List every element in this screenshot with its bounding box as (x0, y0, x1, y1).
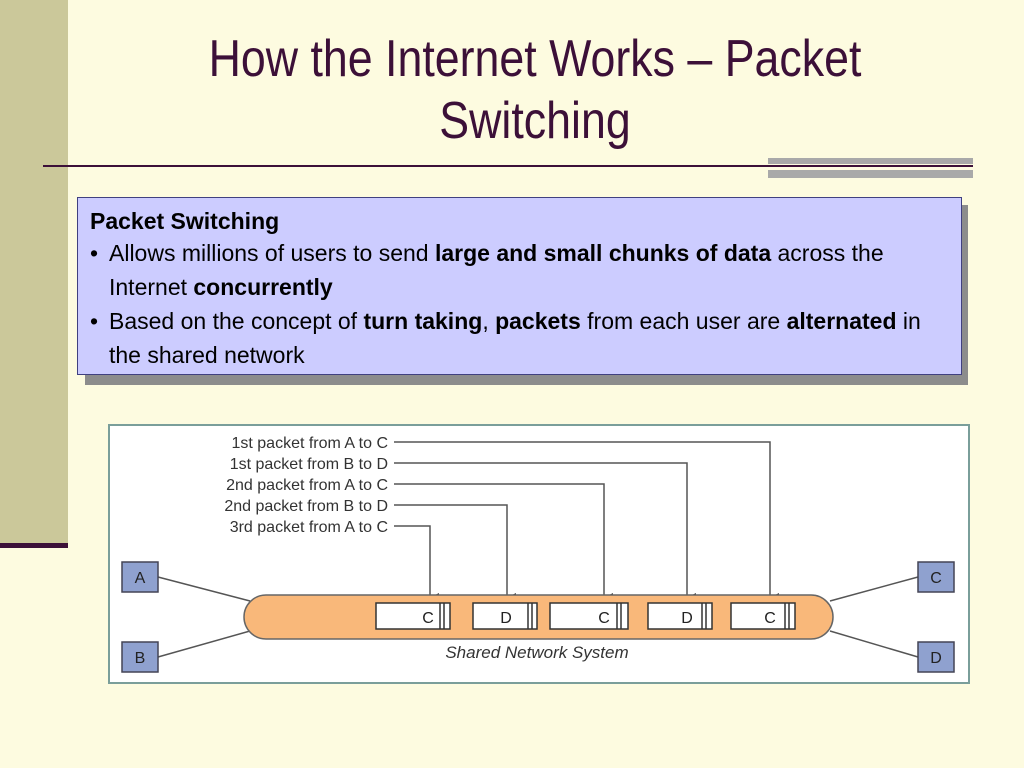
packet-1-label: C (422, 610, 434, 627)
packet-switching-callout: Packet Switching • Allows millions of use… (77, 197, 962, 375)
bullet2-bold-3: alternated (786, 308, 897, 334)
leader-line-4 (394, 504, 516, 603)
bullet1-text-1: Allows millions of users to send (109, 240, 435, 266)
slide-title: How the Internet Works – Packet Switchin… (161, 28, 909, 152)
node-c-label: C (930, 570, 942, 587)
connector-b (157, 630, 251, 658)
connector-d (829, 630, 919, 658)
packet-5-label: C (764, 610, 776, 627)
packet-label-1: 1st packet from A to C (231, 435, 388, 452)
title-underline-accent-top (768, 158, 973, 164)
packet-4-label: D (681, 610, 693, 627)
diagram-svg: 1st packet from A to C 1st packet from B… (121, 435, 955, 673)
packet-label-3: 2nd packet from A to C (226, 477, 388, 494)
bullet2-bold-1: turn taking (363, 308, 483, 334)
bullet-marker: • (90, 308, 99, 334)
packet-5: C (730, 602, 796, 630)
packet-2: D (472, 602, 538, 630)
bullet2-text-4: in the shared network (109, 308, 921, 368)
packet-4: D (647, 602, 713, 630)
packet-1: C (375, 602, 451, 630)
packet-3-label: C (598, 610, 610, 627)
callout-bullet-2: • Based on the concept of turn taking, pa… (90, 304, 949, 372)
title-underline-accent-bottom (768, 170, 973, 178)
node-a: A (121, 561, 159, 593)
connector-a (157, 576, 251, 602)
packet-2-label: D (500, 610, 512, 627)
bullet1-bold-2: concurrently (193, 274, 333, 300)
slide-title-line2: Switching (439, 92, 631, 150)
bullet-marker: • (90, 240, 99, 266)
bullet2-text-1: Based on the concept of (109, 308, 364, 334)
packet-label-5: 3rd packet from A to C (230, 519, 388, 536)
shared-network-caption: Shared Network System (445, 643, 628, 662)
leader-line-1 (394, 441, 779, 603)
title-underline (43, 165, 973, 167)
slide-title-line1: How the Internet Works – Packet (208, 30, 862, 88)
bullet1-bold-1: large and small chunks of data (434, 240, 772, 266)
node-d-label: D (930, 650, 942, 667)
packet-label-4: 2nd packet from B to D (224, 498, 388, 515)
leader-line-5 (394, 525, 439, 603)
bullet1-text-2: across the Internet (109, 240, 884, 300)
packet-label-2: 1st packet from B to D (230, 456, 388, 473)
node-c: C (917, 561, 955, 593)
bullet2-bold-2: packets (495, 308, 581, 334)
packet-switching-diagram: 1st packet from A to C 1st packet from B… (108, 424, 970, 684)
connector-c (829, 576, 919, 602)
leader-line-2 (394, 462, 696, 603)
bullet2-text-3: from each user are (580, 308, 787, 334)
bullet2-text-2: , (482, 308, 496, 334)
node-d: D (917, 641, 955, 673)
leader-line-3 (394, 483, 613, 603)
left-bar-base-rule (0, 543, 68, 548)
node-a-label: A (135, 570, 146, 587)
callout-heading: Packet Switching (90, 208, 280, 234)
packet-3: C (549, 602, 629, 630)
callout-bullet-1: • Allows millions of users to send large … (90, 236, 949, 304)
node-b: B (121, 641, 159, 673)
left-decorative-bar (0, 0, 68, 545)
node-b-label: B (135, 650, 146, 667)
